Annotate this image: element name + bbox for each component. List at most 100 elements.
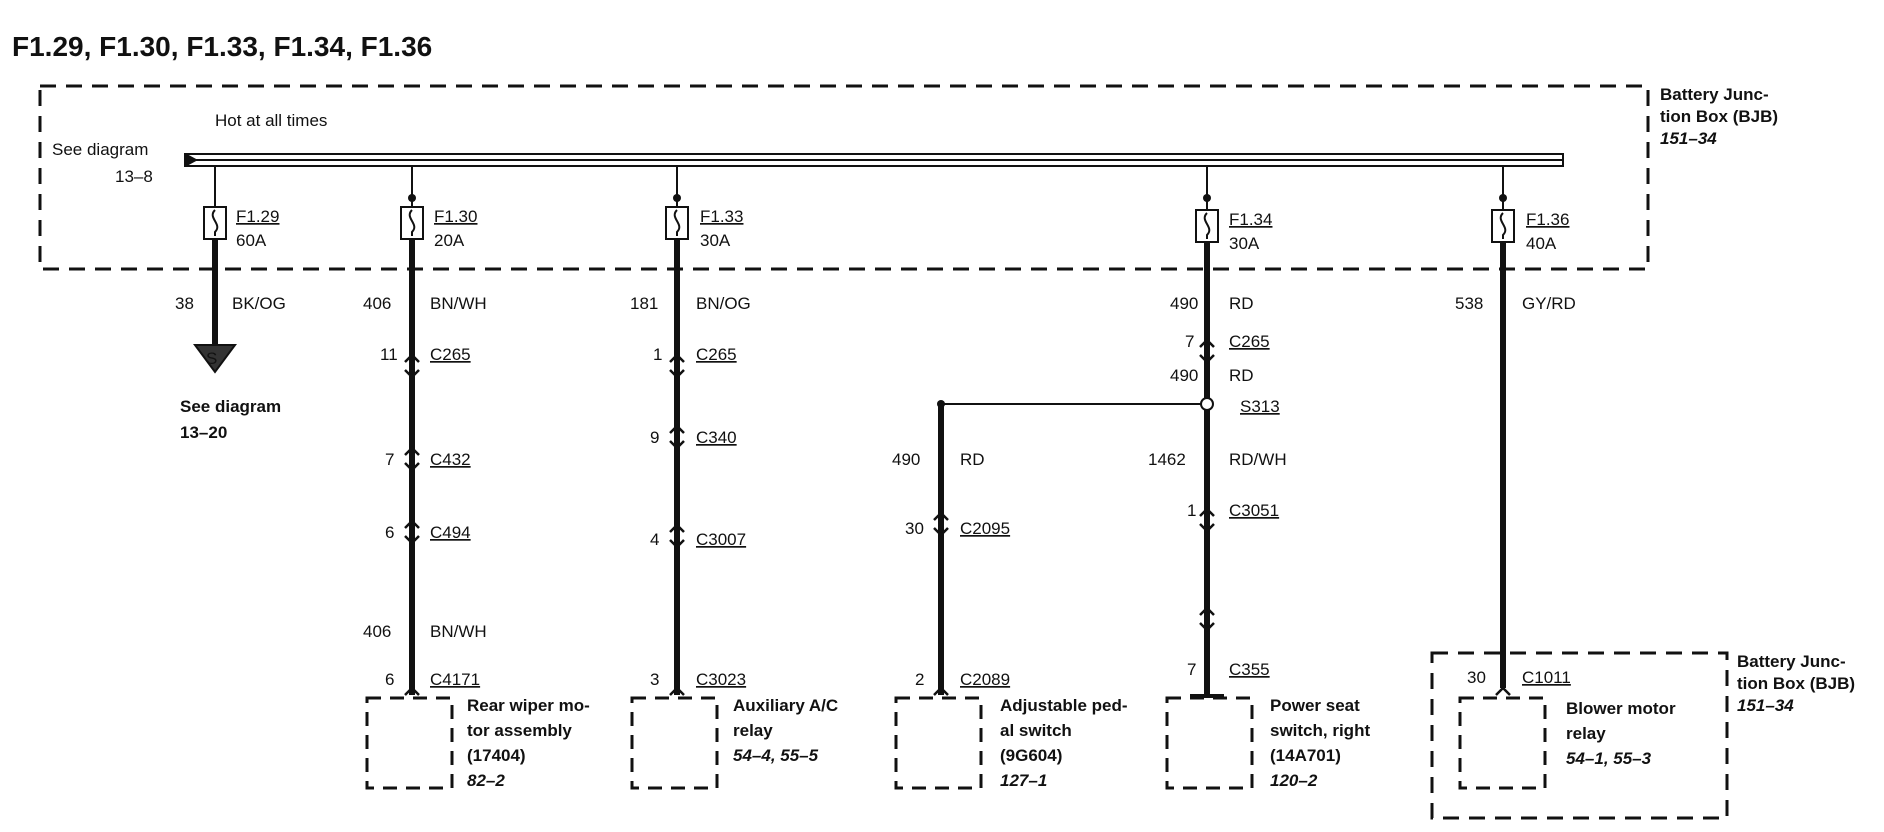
svg-text:1: 1 <box>653 345 662 364</box>
svg-text:Power seat: Power seat <box>1270 696 1360 715</box>
svg-text:tion Box (BJB): tion Box (BJB) <box>1737 674 1855 693</box>
fuse-f1-30: F1.30 20A <box>400 206 477 250</box>
svg-text:F1.29: F1.29 <box>236 207 279 226</box>
svg-text:relay: relay <box>733 721 773 740</box>
svg-text:38: 38 <box>175 294 194 313</box>
svg-text:C265: C265 <box>696 345 737 364</box>
splice-s313: S313 <box>937 397 1280 416</box>
svg-text:F1.33: F1.33 <box>700 207 743 226</box>
svg-text:7: 7 <box>385 450 394 469</box>
component-adjustable-pedal-switch: Adjustable ped- al switch (9G604) 127–1 <box>894 696 1128 790</box>
fuse-drops <box>214 166 1507 210</box>
svg-text:406: 406 <box>363 294 391 313</box>
svg-text:54–1, 55–3: 54–1, 55–3 <box>1566 749 1652 768</box>
svg-text:RD/WH: RD/WH <box>1229 450 1287 469</box>
svg-text:C4171: C4171 <box>430 670 480 689</box>
svg-text:7: 7 <box>1187 660 1196 679</box>
svg-text:BN/OG: BN/OG <box>696 294 751 313</box>
svg-text:406: 406 <box>363 622 391 641</box>
svg-text:BN/WH: BN/WH <box>430 294 487 313</box>
svg-text:See diagram: See diagram <box>180 397 281 416</box>
svg-text:3: 3 <box>650 670 659 689</box>
svg-text:Auxiliary A/C: Auxiliary A/C <box>733 696 838 715</box>
svg-text:13–20: 13–20 <box>180 423 227 442</box>
svg-text:switch, right: switch, right <box>1270 721 1370 740</box>
circuit-490: 490 RD 490 RD <box>1170 242 1254 400</box>
connectors-col6: 30 C1011 <box>1467 668 1571 697</box>
component-aux-ac-relay: Auxiliary A/C relay 54–4, 55–5 <box>630 696 838 790</box>
svg-text:40A: 40A <box>1526 234 1557 253</box>
connectors-col2: 11 C265 7 C432 6 C494 6 C4171 <box>380 345 480 697</box>
svg-text:4: 4 <box>650 530 659 549</box>
svg-text:tor assembly: tor assembly <box>467 721 572 740</box>
svg-text:11: 11 <box>380 345 398 364</box>
svg-text:C494: C494 <box>430 523 471 542</box>
svg-text:1462: 1462 <box>1148 450 1186 469</box>
svg-text:See diagram: See diagram <box>52 140 148 159</box>
bjb-outline <box>38 84 1650 271</box>
svg-text:120–2: 120–2 <box>1270 771 1318 790</box>
bus-bar <box>184 153 1564 167</box>
svg-text:6: 6 <box>385 670 394 689</box>
svg-text:54–4, 55–5: 54–4, 55–5 <box>733 746 819 765</box>
svg-text:Battery Junc-: Battery Junc- <box>1660 85 1769 104</box>
svg-text:F1.30: F1.30 <box>434 207 477 226</box>
hot-label: Hot at all times <box>215 111 327 130</box>
bjb-label-top: Battery Junc- tion Box (BJB) 151–34 <box>1660 85 1778 148</box>
svg-text:C3007: C3007 <box>696 530 746 549</box>
svg-text:Battery Junc-: Battery Junc- <box>1737 652 1846 671</box>
circuit-1462: 1462 RD/WH <box>1148 410 1287 698</box>
svg-text:GY/RD: GY/RD <box>1522 294 1576 313</box>
svg-text:RD: RD <box>1229 294 1254 313</box>
connectors-col5: 7 C265 1 C3051 7 C355 <box>1185 332 1279 679</box>
svg-text:C265: C265 <box>1229 332 1270 351</box>
svg-text:Blower motor: Blower motor <box>1566 699 1676 718</box>
svg-text:Rear wiper mo-: Rear wiper mo- <box>467 696 590 715</box>
circuit-490-branch: 490 RD <box>892 404 985 695</box>
svg-text:S: S <box>206 349 217 368</box>
component-blower-motor-relay: Blower motor relay 54–1, 55–3 <box>1458 696 1676 790</box>
svg-text:7: 7 <box>1185 332 1194 351</box>
connectors-col4: 30 C2095 2 C2089 <box>905 511 1010 697</box>
svg-text:538: 538 <box>1455 294 1483 313</box>
see-diagram-top: See diagram 13–8 <box>52 140 153 186</box>
svg-text:20A: 20A <box>434 231 465 250</box>
circuit-538: 538 GY/RD <box>1455 242 1576 688</box>
svg-text:C3023: C3023 <box>696 670 746 689</box>
component-rear-wiper: Rear wiper mo- tor assembly (17404) 82–2 <box>365 696 590 790</box>
svg-text:30A: 30A <box>700 231 731 250</box>
svg-text:(14A701): (14A701) <box>1270 746 1341 765</box>
svg-text:30A: 30A <box>1229 234 1260 253</box>
circuit-181: 181 BN/OG <box>630 239 751 695</box>
connectors-col3: 1 C265 9 C340 4 C3007 3 C3023 <box>650 345 746 697</box>
bjb-label-bottom: Battery Junc- tion Box (BJB) 151–34 <box>1737 652 1855 715</box>
svg-text:al switch: al switch <box>1000 721 1072 740</box>
svg-text:C265: C265 <box>430 345 471 364</box>
svg-text:(9G604): (9G604) <box>1000 746 1062 765</box>
svg-text:Adjustable ped-: Adjustable ped- <box>1000 696 1128 715</box>
svg-text:6: 6 <box>385 523 394 542</box>
svg-text:490: 490 <box>892 450 920 469</box>
svg-text:C3051: C3051 <box>1229 501 1279 520</box>
svg-text:C1011: C1011 <box>1522 668 1571 687</box>
svg-text:(17404): (17404) <box>467 746 526 765</box>
svg-text:RD: RD <box>1229 366 1254 385</box>
svg-text:490: 490 <box>1170 294 1198 313</box>
svg-text:127–1: 127–1 <box>1000 771 1047 790</box>
svg-text:C2089: C2089 <box>960 670 1010 689</box>
svg-text:RD: RD <box>960 450 985 469</box>
page-title: F1.29, F1.30, F1.33, F1.34, F1.36 <box>12 31 432 62</box>
svg-text:151–34: 151–34 <box>1737 696 1794 715</box>
svg-text:F1.36: F1.36 <box>1526 210 1569 229</box>
svg-text:30: 30 <box>1467 668 1486 687</box>
svg-text:F1.34: F1.34 <box>1229 210 1272 229</box>
component-power-seat-switch: Power seat switch, right (14A701) 120–2 <box>1165 696 1370 790</box>
svg-text:9: 9 <box>650 428 659 447</box>
svg-text:S313: S313 <box>1240 397 1280 416</box>
svg-text:181: 181 <box>630 294 658 313</box>
svg-text:BK/OG: BK/OG <box>232 294 286 313</box>
svg-text:C432: C432 <box>430 450 471 469</box>
see-diagram-ground: See diagram 13–20 <box>180 397 281 442</box>
svg-text:490: 490 <box>1170 366 1198 385</box>
